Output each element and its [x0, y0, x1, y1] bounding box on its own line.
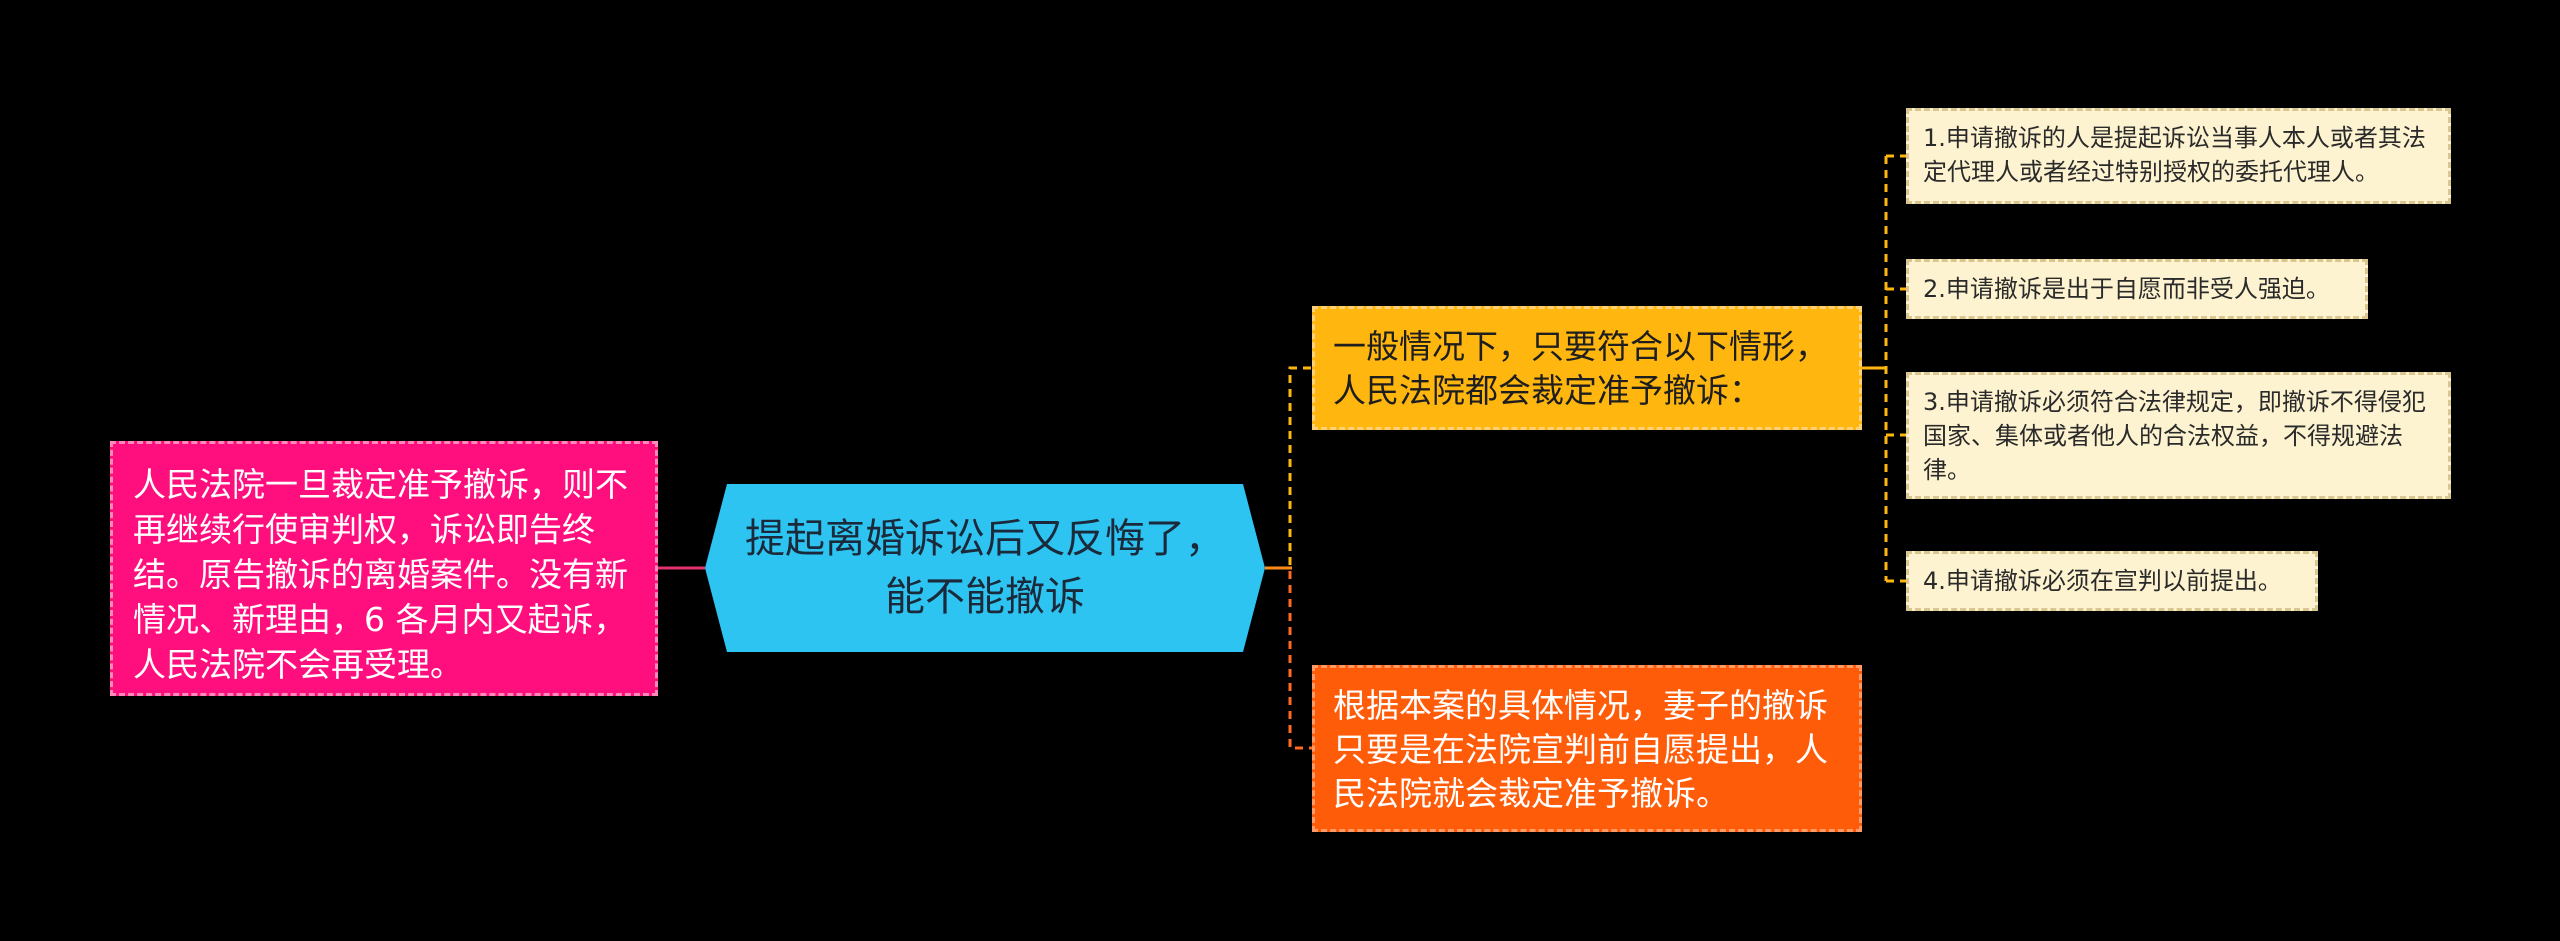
- root-title: 提起离婚诉讼后又反悔了，能不能撤诉: [745, 516, 1225, 620]
- link-root-branch2: [1265, 566, 1312, 750]
- left-node[interactable]: 人民法院一旦裁定准予撤诉，则不再继续行使审判权，诉讼即告终结。原告撤诉的离婚案件…: [110, 441, 658, 696]
- branch-case-specific[interactable]: 根据本案的具体情况，妻子的撤诉只要是在法院宣判前自愿提出，人民法院就会裁定准予撤…: [1312, 665, 1862, 832]
- leaf-condition-4-text: 4.申请撤诉必须在宣判以前提出。: [1923, 567, 2282, 595]
- root-node[interactable]: 提起离婚诉讼后又反悔了，能不能撤诉: [705, 484, 1265, 652]
- branch-general-conditions-text: 一般情况下，只要符合以下情形，人民法院都会裁定准予撤诉：: [1333, 327, 1828, 410]
- leaf-condition-4[interactable]: 4.申请撤诉必须在宣判以前提出。: [1906, 551, 2318, 611]
- link-root-branch1: [1265, 366, 1312, 570]
- branch-general-conditions[interactable]: 一般情况下，只要符合以下情形，人民法院都会裁定准予撤诉：: [1312, 306, 1862, 430]
- leaf-condition-1[interactable]: 1.申请撤诉的人是提起诉讼当事人本人或者其法定代理人或者经过特别授权的委托代理人…: [1906, 108, 2451, 204]
- leaf-condition-2-text: 2.申请撤诉是出于自愿而非受人强迫。: [1923, 275, 2330, 303]
- leaf-condition-3-text: 3.申请撤诉必须符合法律规定，即撤诉不得侵犯国家、集体或者他人的合法权益，不得规…: [1923, 388, 2426, 484]
- root-hexagon: [705, 484, 1265, 652]
- leaf-condition-2[interactable]: 2.申请撤诉是出于自愿而非受人强迫。: [1906, 259, 2368, 319]
- branch-case-specific-text: 根据本案的具体情况，妻子的撤诉只要是在法院宣判前自愿提出，人民法院就会裁定准予撤…: [1333, 686, 1828, 813]
- leaf-condition-3[interactable]: 3.申请撤诉必须符合法律规定，即撤诉不得侵犯国家、集体或者他人的合法权益，不得规…: [1906, 372, 2451, 499]
- leaf-condition-1-text: 1.申请撤诉的人是提起诉讼当事人本人或者其法定代理人或者经过特别授权的委托代理人…: [1923, 124, 2426, 186]
- left-node-text: 人民法院一旦裁定准予撤诉，则不再继续行使审判权，诉讼即告终结。原告撤诉的离婚案件…: [133, 465, 628, 684]
